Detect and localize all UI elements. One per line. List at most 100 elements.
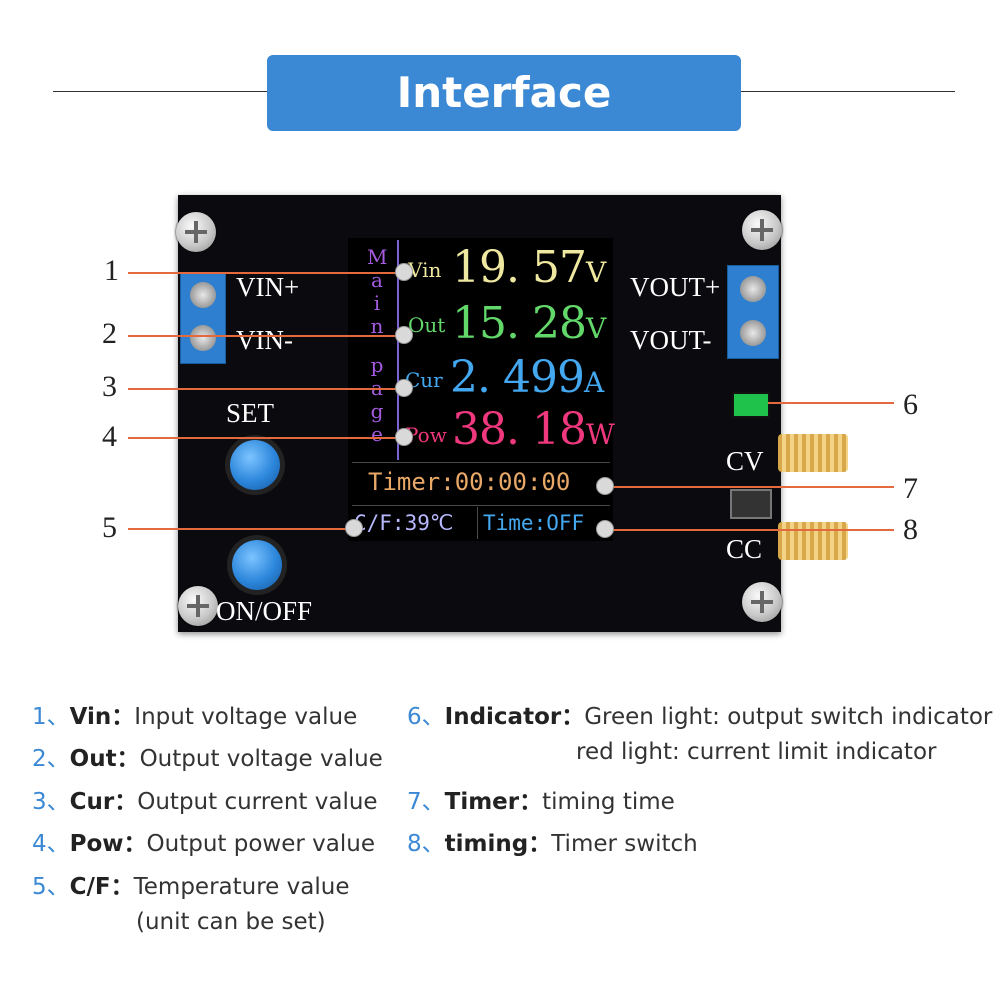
cv-potentiometer[interactable]	[778, 434, 848, 472]
input-terminal-screw-icon	[190, 325, 216, 351]
lcd-vertical-divider	[397, 240, 399, 460]
callout-dot-5	[345, 519, 363, 537]
screw-bottom-right-icon	[742, 582, 782, 622]
lcd-divider-bottom	[352, 505, 610, 506]
description-key: Cur：	[69, 789, 138, 815]
description-3: 3、Cur：Output current value	[32, 782, 378, 816]
description-number: 1、	[32, 704, 70, 730]
main-page-char: M	[367, 245, 388, 269]
input-terminal	[180, 272, 226, 364]
description-text: Output current value	[137, 789, 378, 815]
timing-switch-readout: Time:OFF	[483, 511, 585, 535]
pow-lcd-value: 38. 18W	[452, 404, 615, 455]
description-key: Out：	[69, 746, 140, 772]
pow-unit: W	[585, 418, 615, 451]
timer-readout: Timer:00:00:00	[368, 468, 571, 496]
callout-line-6	[768, 402, 894, 404]
vin-minus-label: VIN-	[236, 325, 293, 355]
screw-top-right-icon	[742, 210, 782, 250]
indicator-led	[732, 392, 770, 418]
cc-label: CC	[726, 534, 763, 564]
lcd-divider-status	[477, 507, 478, 539]
main-page-char: p	[370, 353, 384, 377]
temperature-readout: C/F:39℃	[354, 511, 454, 535]
vin-unit: V	[585, 256, 606, 289]
description-key: Pow：	[69, 831, 147, 857]
page-title: Interface description	[267, 55, 741, 193]
vin-lcd-value: 19. 57V	[452, 242, 606, 293]
description-text: Temperature value	[133, 874, 350, 900]
description-text: Input voltage value	[134, 704, 358, 730]
description-key: Timer：	[444, 789, 543, 815]
callout-number-6: 6	[903, 388, 918, 421]
description-2: 2、Out：Output voltage value	[32, 739, 383, 773]
callout-line-4	[128, 437, 400, 439]
onoff-button[interactable]	[232, 540, 282, 590]
out-unit: V	[585, 312, 606, 345]
callout-number-7: 7	[903, 472, 918, 505]
callout-dot-3	[395, 379, 413, 397]
description-text: timing time	[542, 789, 675, 815]
description-1: 1、Vin：Input voltage value	[32, 697, 357, 731]
output-terminal-screw-icon	[740, 320, 766, 346]
vin-value: 19. 57	[452, 242, 587, 293]
input-terminal-screw-icon	[190, 282, 216, 308]
callout-line-2	[128, 335, 400, 337]
out-lcd-label: Out	[408, 313, 446, 337]
header-line-left	[53, 91, 267, 92]
vin-lcd-label: Vin	[408, 258, 442, 282]
callout-number-2: 2	[102, 317, 117, 350]
main-page-char: n	[370, 314, 384, 338]
callout-line-1	[128, 272, 400, 274]
description-number: 8、	[407, 831, 445, 857]
callout-number-8: 8	[903, 513, 918, 546]
callout-line-5	[128, 528, 354, 530]
vout-minus-label: VOUT-	[630, 325, 712, 355]
description-number: 4、	[32, 831, 70, 857]
output-terminal-screw-icon	[740, 276, 766, 302]
onoff-label: ON/OFF	[216, 596, 313, 626]
lcd-divider-timer	[352, 462, 610, 463]
description-5: 5、C/F：Temperature value	[32, 867, 349, 901]
main-page-char: g	[370, 399, 384, 423]
description-number: 3、	[32, 789, 70, 815]
description-number: 7、	[407, 789, 445, 815]
description-text: Output power value	[146, 831, 375, 857]
main-page-vertical-label: M a i n p a g e	[367, 246, 387, 446]
cur-unit: A	[583, 366, 604, 399]
callout-number-5: 5	[102, 511, 117, 544]
callout-line-7	[605, 486, 894, 488]
out-value: 15. 28	[452, 298, 587, 349]
description-7: 7、Timer：timing time	[407, 782, 675, 816]
main-page-char: i	[373, 291, 381, 315]
screw-bottom-left-icon	[178, 586, 218, 626]
vin-plus-label: VIN+	[236, 272, 300, 302]
header-line-right	[741, 91, 955, 92]
callout-dot-4	[395, 428, 413, 446]
indicator-chip	[730, 489, 772, 519]
callout-dot-7	[596, 477, 614, 495]
screw-top-left-icon	[176, 212, 216, 252]
cur-lcd-value: 2. 499A	[450, 352, 604, 403]
out-lcd-value: 15. 28V	[452, 298, 606, 349]
description-6: 6、Indicator：Green light: output switch i…	[407, 697, 992, 731]
description-key: timing：	[444, 831, 552, 857]
callout-dot-2	[395, 326, 413, 344]
callout-dot-1	[395, 263, 413, 281]
pow-value: 38. 18	[452, 404, 587, 455]
description-8: 8、timing：Timer switch	[407, 824, 698, 858]
main-page-char: a	[371, 268, 383, 292]
description-number: 6、	[407, 704, 445, 730]
description-text: Output voltage value	[139, 746, 383, 772]
description-4: 4、Pow：Output power value	[32, 824, 375, 858]
description-6-continued: red light: current limit indicator	[576, 739, 937, 765]
callout-dot-8	[596, 520, 614, 538]
callout-number-1: 1	[104, 254, 119, 287]
cc-potentiometer[interactable]	[778, 522, 848, 560]
cur-value: 2. 499	[450, 352, 585, 403]
description-5-continued: (unit can be set)	[136, 909, 326, 935]
vout-plus-label: VOUT+	[630, 272, 721, 302]
set-label: SET	[226, 398, 275, 428]
set-button[interactable]	[230, 440, 280, 490]
callout-number-3: 3	[102, 370, 117, 403]
